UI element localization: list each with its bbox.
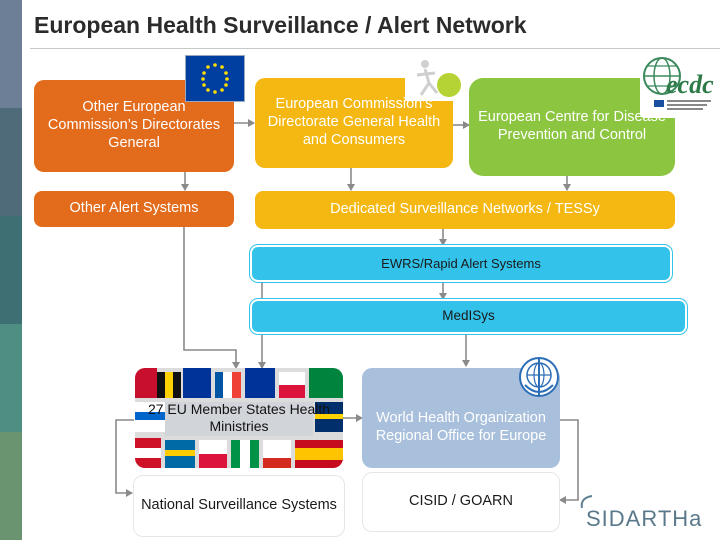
box-medisys-label: MedISys (442, 308, 495, 324)
box-member-states-label: 27 EU Member States Health Ministries (147, 400, 331, 434)
ecdc-globe-icon (643, 57, 711, 110)
box-ewrs-label: EWRS/Rapid Alert Systems (381, 255, 541, 271)
page-title: European Health Surveillance / Alert Net… (34, 12, 527, 38)
ecdc-logo: ecdc (640, 50, 716, 118)
eu-stars-icon (201, 63, 229, 94)
arrow-member-states-to-national (115, 419, 134, 497)
box-other-ec-dg-label: Other European Commission’s Directorates… (47, 99, 221, 151)
box-member-states-text-wrap: 27 EU Member States Health Ministries (135, 368, 343, 468)
title-divider (30, 48, 720, 49)
left-sidebar-stripes (0, 0, 22, 540)
box-who-label: World Health Organization Regional Offic… (375, 410, 547, 444)
arrow-other-alert-to-member-states (183, 226, 240, 369)
box-national-label: National Surveillance Systems (141, 497, 337, 514)
sidebar-stripe (0, 216, 22, 324)
box-ewrs: EWRS/Rapid Alert Systems (250, 245, 672, 282)
sidartha-logo: SIDARTHa (578, 494, 716, 536)
box-national-surveillance: National Surveillance Systems (133, 475, 345, 537)
dg-sanco-figure-logo (405, 55, 461, 101)
box-member-states: 27 EU Member States Health Ministries (135, 368, 343, 468)
box-cisid-goarn: CISID / GOARN (362, 472, 560, 532)
sidebar-stripe (0, 108, 22, 216)
who-emblem-icon (519, 357, 559, 397)
ecdc-logo-text: ecdc (666, 70, 714, 99)
eu-flag-logo (185, 55, 245, 102)
sidebar-stripe (0, 324, 22, 432)
box-tessy-label: Dedicated Surveillance Networks / TESSy (330, 201, 600, 218)
box-medisys: MedISys (250, 299, 687, 334)
box-dg-health-label: European Commission’s Directorate Genera… (267, 96, 441, 148)
box-other-alert-label: Other Alert Systems (69, 200, 199, 217)
sidebar-stripe (0, 0, 22, 108)
arrow-who-to-cisid (559, 419, 579, 504)
who-emblem-logo (517, 355, 561, 401)
box-tessy: Dedicated Surveillance Networks / TESSy (255, 191, 675, 229)
box-cisid-label: CISID / GOARN (409, 493, 513, 510)
eu-member-flags-collage (135, 368, 343, 468)
box-other-alert-systems: Other Alert Systems (34, 191, 234, 227)
sidartha-logo-text: SIDARTHa (586, 506, 703, 531)
sidartha-swoosh-icon (580, 495, 593, 509)
running-figure-icon (416, 60, 461, 97)
sidebar-stripe (0, 432, 22, 540)
box-ecdc-label: European Centre for Disease Prevention a… (478, 109, 666, 143)
